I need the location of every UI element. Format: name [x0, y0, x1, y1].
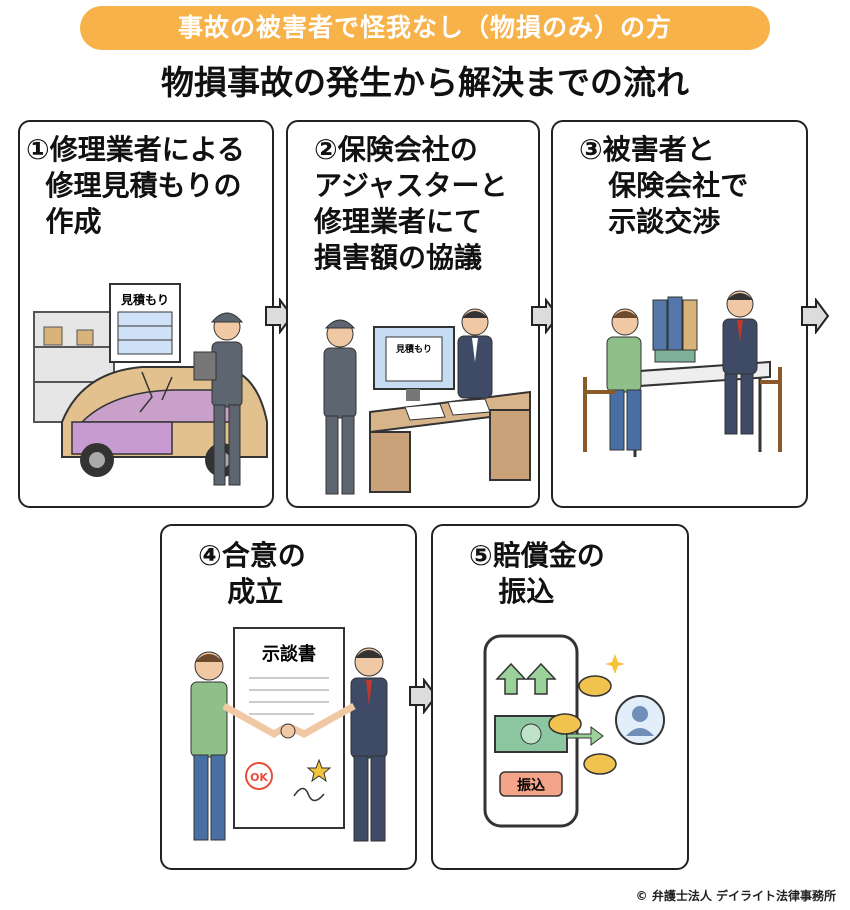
step-card-1: ①修理業者による 修理見積もりの 作成 見積もり — [18, 120, 274, 508]
copyright-text: © 弁護士法人 デイライト法律事務所 — [635, 889, 836, 903]
coin-icon — [548, 713, 582, 735]
up-arrow-icon — [525, 662, 557, 695]
step-1-title: ①修理業者による 修理見積もりの 作成 — [26, 133, 245, 238]
step-4-title: ④合意の 成立 — [198, 539, 306, 608]
step-card-3: ③被害者と 保険会社で 示談交渉 — [551, 120, 808, 508]
step-card-5: ⑤賠償金の 振込 振込 — [431, 524, 689, 870]
page-title: 物損事故の発生から解決までの流れ — [161, 63, 689, 102]
arrow-right-icon — [801, 298, 830, 334]
settlement-doc-label: 示談書 — [262, 643, 316, 665]
step-2-title: ②保険会社の アジャスターと 修理業者にて 損害額の協議 — [314, 133, 508, 274]
payment-illustration: 振込 — [483, 634, 665, 828]
estimate-sheet-label: 見積もり — [120, 292, 169, 307]
arrow-right-icon — [409, 678, 438, 714]
settlement-meeting-illustration — [583, 290, 782, 457]
transfer-button-label: 振込 — [517, 777, 545, 794]
step-card-4: ④合意の 成立 示談書 OK — [160, 524, 417, 870]
agreement-illustration: 示談書 OK — [190, 627, 388, 842]
step-3-title: ③被害者と 保険会社で 示談交渉 — [579, 133, 749, 238]
up-arrow-icon — [495, 662, 527, 695]
star-icon — [306, 758, 332, 783]
coin-icon — [578, 675, 612, 697]
step-card-2: ②保険会社の アジャスターと 修理業者にて 損害額の協議 見積もり — [286, 120, 540, 508]
negotiation-illustration: 見積もり — [323, 308, 531, 495]
ok-stamp-label: OK — [250, 771, 268, 784]
step-5-title: ⑤賠償金の 振込 — [469, 539, 605, 608]
coin-icon — [583, 753, 617, 775]
header-banner: 事故の被害者で怪我なし（物損のみ）の方 — [80, 6, 770, 50]
monitor-estimate-label: 見積もり — [395, 343, 432, 355]
repair-shop-illustration: 見積もり — [33, 283, 268, 486]
